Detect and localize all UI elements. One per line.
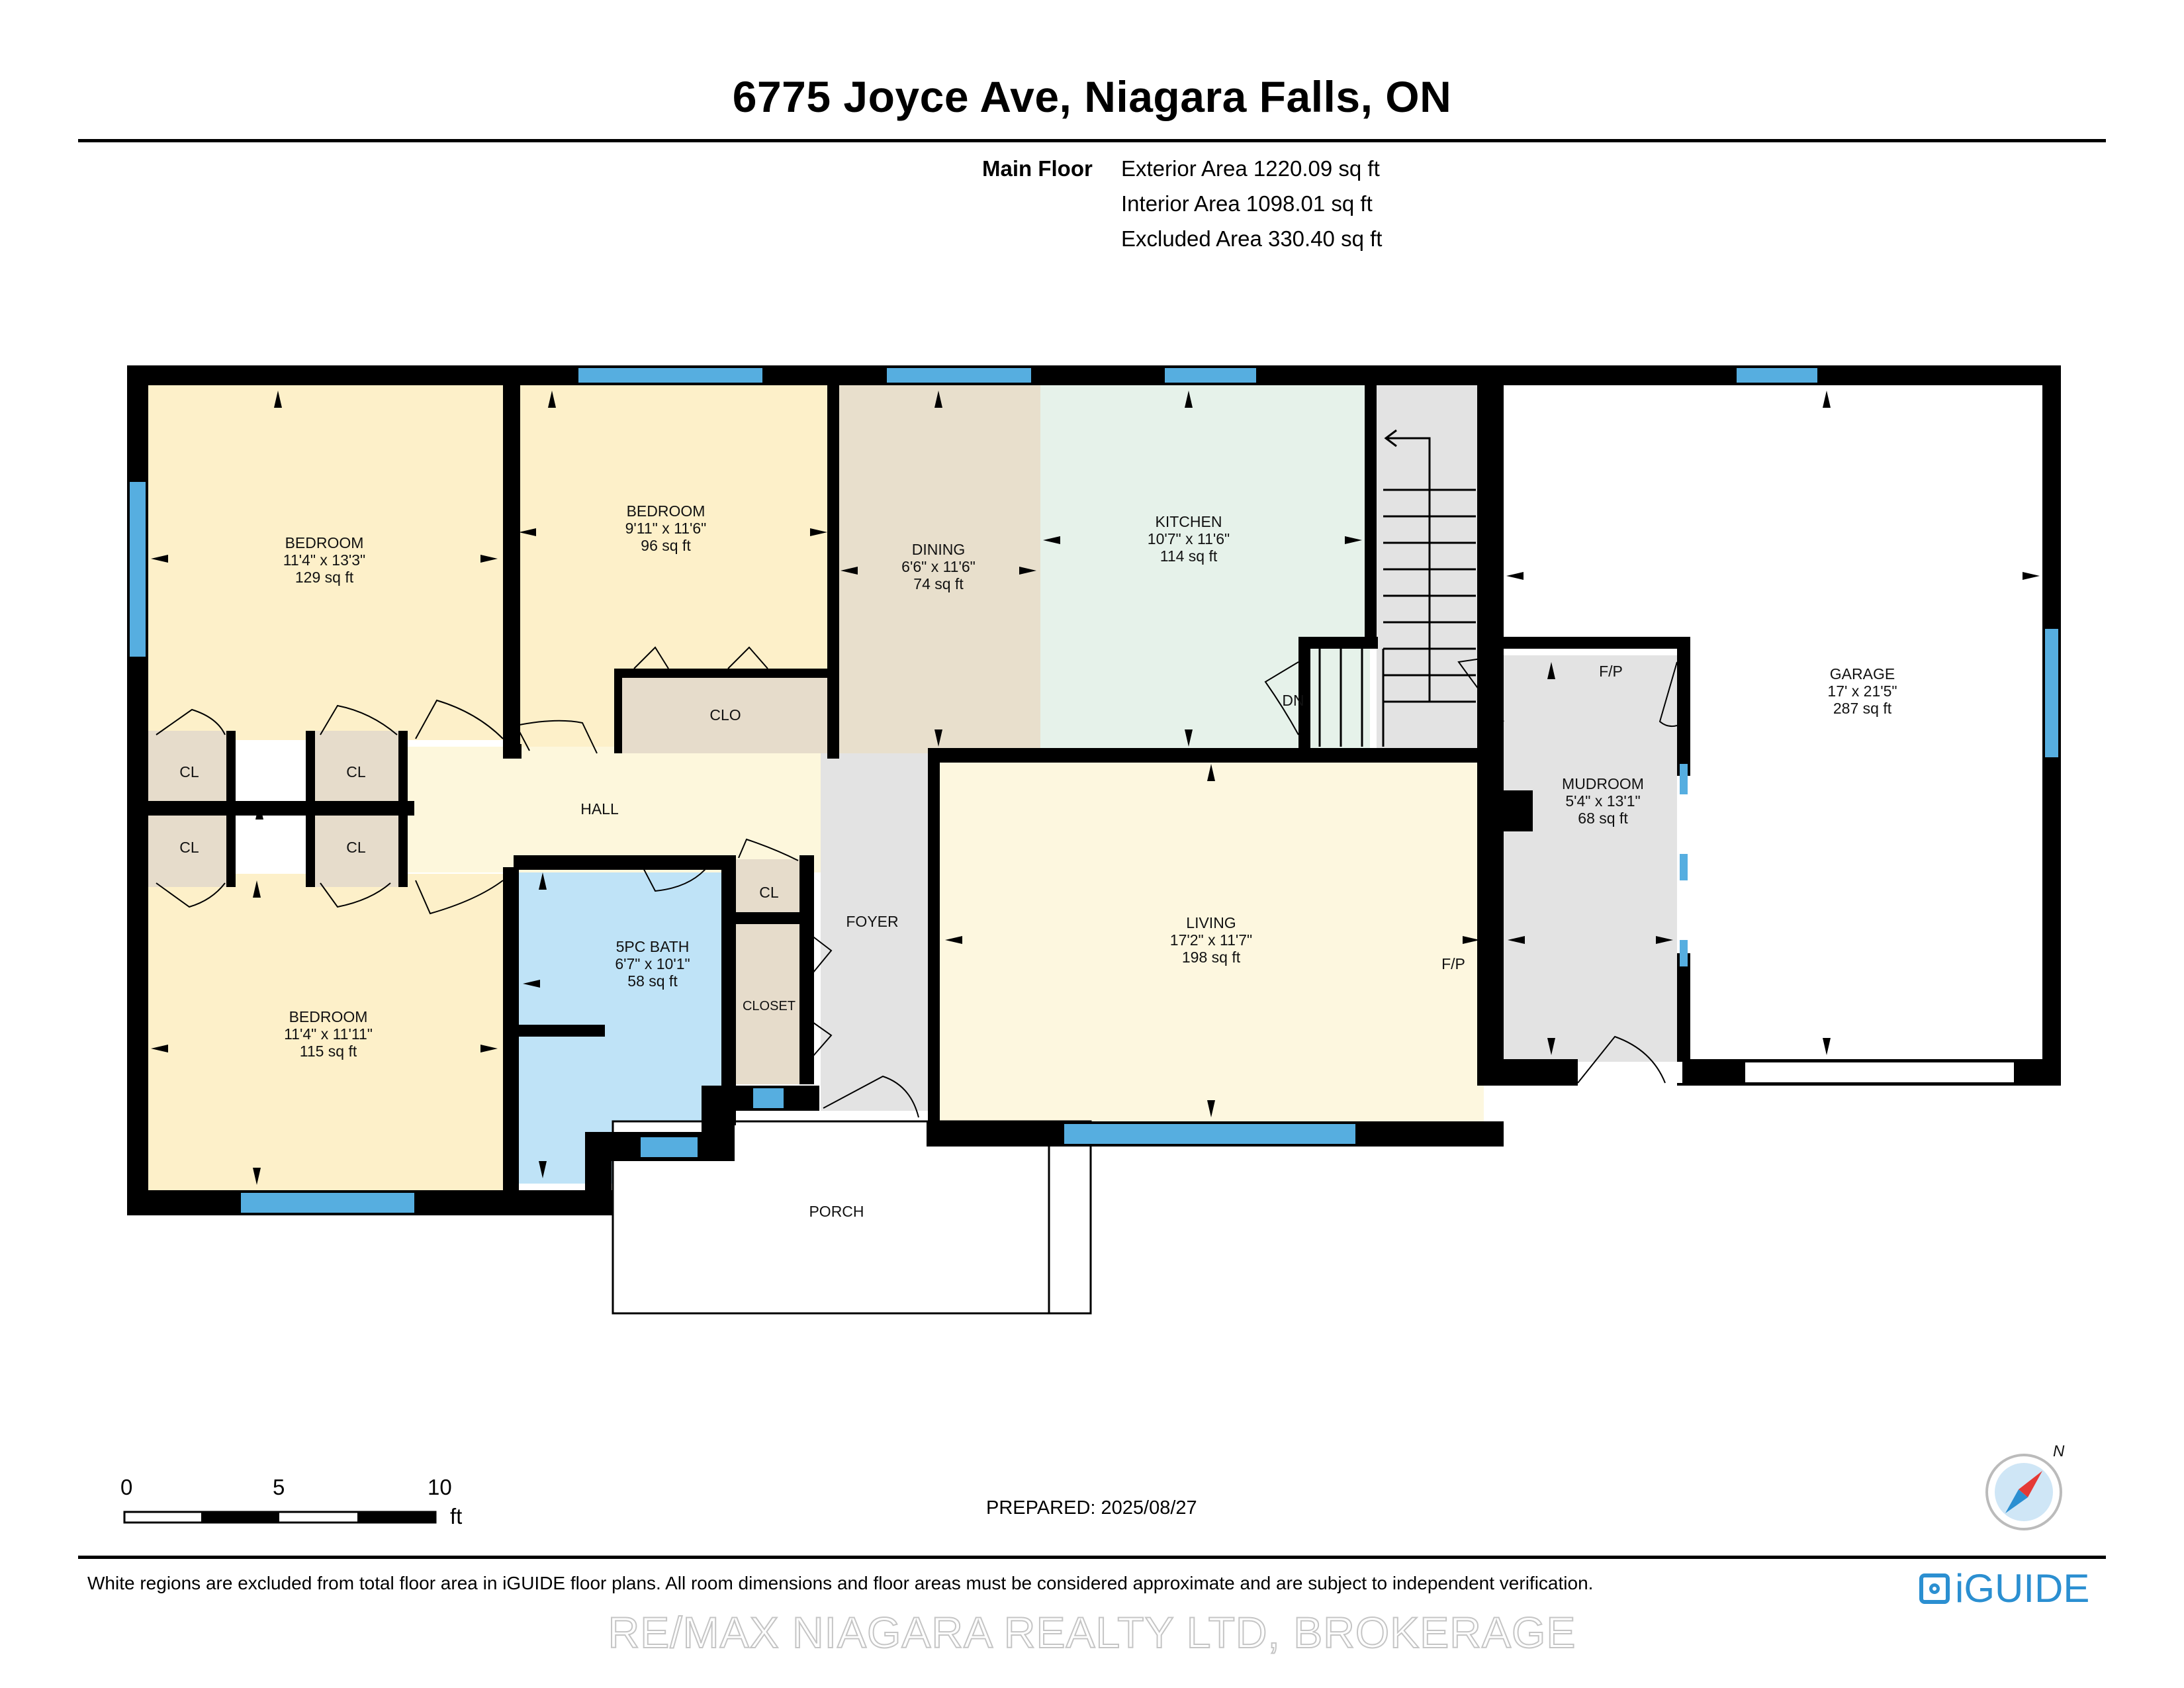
garage-dims: 17' x 21'5" — [1827, 682, 1897, 700]
stairs-floor — [1377, 379, 1479, 748]
cl-2-floor — [315, 731, 398, 809]
mudroom-dims: 5'4" x 13'1" — [1565, 792, 1640, 810]
cl-2-label: CL — [346, 763, 366, 780]
cl-4-label: CL — [346, 839, 366, 856]
mudroom-fp-label: F/P — [1599, 663, 1623, 680]
bath-dims: 6'7" x 10'1" — [615, 955, 690, 972]
dining-area: 74 sq ft — [913, 575, 964, 592]
mudroom-door-gap — [1578, 1062, 1682, 1083]
iguide-logo: iGUIDE — [1919, 1566, 2089, 1611]
scale-zero: 0 — [120, 1475, 133, 1499]
bath-area: 58 sq ft — [627, 972, 678, 990]
scale-five: 5 — [273, 1475, 285, 1499]
garage-door — [1744, 1061, 2015, 1084]
compass-n: N — [2053, 1442, 2065, 1460]
room-labels: BEDROOM 11'4" x 13'3" 129 sq ft BEDROOM … — [179, 502, 1897, 1220]
foyer-label: FOYER — [846, 913, 898, 930]
bedroom-2-name: BEDROOM — [627, 502, 705, 520]
kitchen-floor — [1040, 379, 1370, 753]
hall-label: HALL — [580, 800, 619, 818]
bedroom-1-dims: 11'4" x 13'3" — [283, 551, 365, 569]
garage-name: GARAGE — [1830, 665, 1895, 682]
header-rule — [78, 139, 2106, 142]
exterior-area: Exterior Area 1220.09 sq ft — [1121, 156, 1380, 181]
prepared-date: PREPARED: 2025/08/27 — [986, 1497, 1197, 1519]
foyer-floor — [821, 753, 940, 1111]
footer-rule — [78, 1556, 2106, 1559]
living-floor — [940, 760, 1484, 1123]
interior-area: Interior Area 1098.01 sq ft — [1121, 191, 1373, 216]
cl-4-floor — [315, 809, 398, 887]
closet-label: CLOSET — [743, 999, 796, 1013]
dining-dims: 6'6" x 11'6" — [901, 558, 976, 575]
watermark: RE/MAX NIAGARA REALTY LTD, BROKERAGE — [608, 1607, 1576, 1658]
bedroom-3-area: 115 sq ft — [300, 1043, 357, 1060]
dimension-arrows — [151, 391, 2040, 1185]
disclaimer: White regions are excluded from total fl… — [87, 1573, 1594, 1593]
living-dims: 17'2" x 11'7" — [1170, 931, 1252, 949]
bath-name: 5PC BATH — [616, 938, 690, 955]
compass-icon: N — [1985, 1442, 2065, 1530]
hall-floor — [404, 747, 827, 872]
stairs-down-label: DN — [1282, 692, 1304, 709]
clo-label: CLO — [709, 706, 741, 724]
dining-floor — [839, 379, 1040, 753]
bedroom-1-floor — [140, 379, 503, 740]
cl-5-floor — [735, 859, 802, 912]
living-area: 198 sq ft — [1182, 949, 1241, 966]
cl-1-label: CL — [179, 763, 199, 780]
scale-bar — [123, 1511, 437, 1524]
bedroom-3-floor — [140, 874, 503, 1190]
bedroom-2-dims: 9'11" x 11'6" — [625, 520, 707, 537]
garage-area: 287 sq ft — [1833, 700, 1892, 717]
cl-5-label: CL — [759, 884, 779, 901]
living-fp-label: F/P — [1441, 955, 1465, 972]
scale-unit: ft — [450, 1504, 463, 1528]
stairs — [1318, 429, 1476, 747]
floor-name: Main Floor — [982, 156, 1093, 181]
page-title: 6775 Joyce Ave, Niagara Falls, ON — [732, 72, 1452, 121]
cl-1-floor — [147, 731, 230, 809]
closet-floor — [735, 924, 802, 1084]
dining-name: DINING — [912, 541, 966, 558]
door-swings — [156, 646, 1678, 1118]
kitchen-dims: 10'7" x 11'6" — [1148, 530, 1230, 547]
cl-3-label: CL — [179, 839, 199, 856]
kitchen-name: KITCHEN — [1156, 513, 1222, 530]
bedroom-3-dims: 11'4" x 11'11" — [284, 1025, 373, 1043]
bedroom-1-name: BEDROOM — [285, 534, 364, 551]
cl-3-floor — [147, 809, 230, 887]
living-name: LIVING — [1186, 914, 1236, 931]
mudroom-name: MUDROOM — [1562, 775, 1644, 792]
excluded-area: Excluded Area 330.40 sq ft — [1121, 226, 1383, 251]
mudroom-area: 68 sq ft — [1578, 810, 1628, 827]
windows — [130, 368, 2058, 1213]
bedroom-2-area: 96 sq ft — [641, 537, 691, 554]
porch-label: PORCH — [809, 1203, 864, 1220]
clo-floor — [622, 669, 830, 753]
bedroom-1-area: 129 sq ft — [295, 569, 354, 586]
scale-ten: 10 — [428, 1475, 452, 1499]
iguide-logo-icon — [1919, 1573, 1950, 1604]
kitchen-area: 114 sq ft — [1160, 547, 1218, 565]
bedroom-3-name: BEDROOM — [289, 1008, 368, 1025]
iguide-logo-text: iGUIDE — [1955, 1566, 2090, 1611]
mudroom-floor — [1504, 655, 1677, 1066]
